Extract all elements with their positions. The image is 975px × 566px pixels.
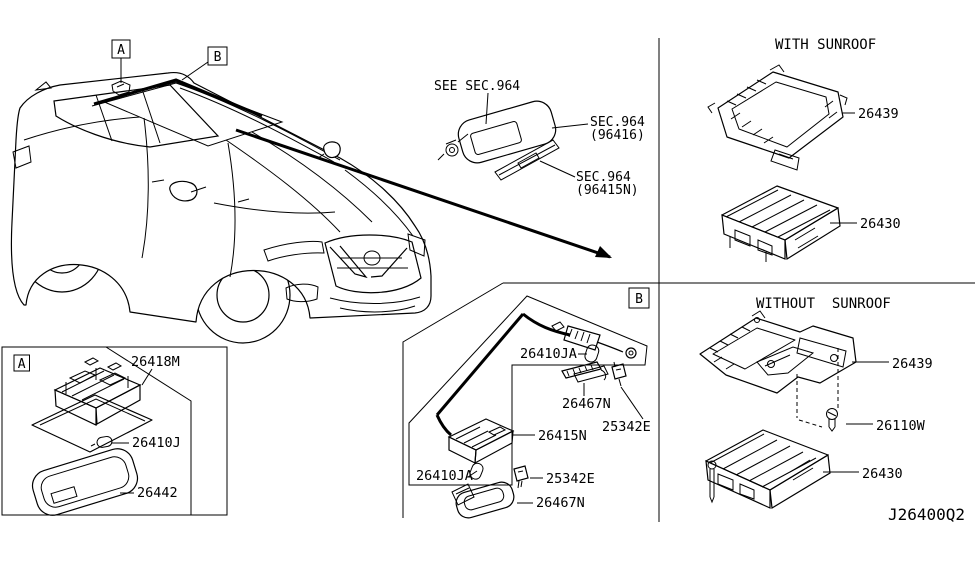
housing-number: 26418M xyxy=(131,354,180,370)
visor-part-96415n[interactable]: SEC.964 (96415N) xyxy=(539,160,639,198)
lens-number: 26442 xyxy=(137,485,178,501)
lamp-housing-drawing xyxy=(31,357,153,453)
clip-right-leader xyxy=(620,386,644,420)
bulb-part-top[interactable]: 26410JA xyxy=(520,346,587,362)
with-sunroof-console-part[interactable]: 26430 xyxy=(830,216,901,232)
lamp-right-number: 26467N xyxy=(562,396,611,412)
clip-bottom-number: 25342E xyxy=(546,471,595,487)
bulb-number-bottom: 26410JA xyxy=(416,468,473,484)
front-grille xyxy=(324,234,422,294)
lamp-bottom-part[interactable]: 26467N xyxy=(517,495,585,511)
harness-part[interactable]: 26415N xyxy=(513,428,587,444)
lamp-right-drawing xyxy=(561,361,609,383)
without-sunroof-frame-part[interactable]: 26439 xyxy=(852,356,933,372)
detail-b-section: B 26410JA xyxy=(416,287,651,519)
visor-ticket-strip xyxy=(494,139,560,181)
detail-b-callout-label: B xyxy=(635,292,643,307)
bulb-drawing-bottom xyxy=(469,462,484,480)
roof-harness-line xyxy=(93,78,263,118)
front-bumper xyxy=(285,283,421,313)
visor-96415n-line2: (96415N) xyxy=(576,183,639,198)
detail-a-callout-label: A xyxy=(18,357,26,372)
frame-notch-ticks xyxy=(726,79,838,144)
bulb-leader-bottom xyxy=(467,470,478,478)
with-sunroof-section: WITH SUNROOF 26439 xyxy=(707,37,901,262)
clip-right-drawing xyxy=(611,361,627,387)
with-sunroof-frame-part[interactable]: 26439 xyxy=(842,106,899,122)
visor-96415n-leader xyxy=(539,160,576,178)
visor-96416-line2: (96416) xyxy=(590,128,645,143)
visor-part-96416[interactable]: SEC.964 (96416) xyxy=(551,115,645,143)
diagram-code: J26400Q2 xyxy=(888,505,965,524)
with-sunroof-frame-number: 26439 xyxy=(858,106,899,122)
bulb-part-a[interactable]: 26410J xyxy=(111,435,181,451)
lamp-right-part[interactable]: 26467N xyxy=(562,383,611,412)
detail-reference-arrow xyxy=(235,128,612,259)
vehicle-callout-b-label: B xyxy=(214,50,222,65)
detail-a-section: A 26418M 26410J xyxy=(13,354,181,516)
side-windows xyxy=(53,84,220,148)
bulb-drawing-a xyxy=(90,435,113,448)
without-sunroof-frame-number: 26439 xyxy=(892,356,933,372)
vehicle-callout-a[interactable]: A xyxy=(111,39,131,83)
clip-bottom-drawing xyxy=(513,465,529,489)
visor-96416-line1: SEC.964 xyxy=(590,115,645,130)
rear-details xyxy=(12,81,52,169)
headlights xyxy=(263,233,426,262)
without-sunroof-console-drawing xyxy=(705,429,831,509)
without-sunroof-console-number: 26430 xyxy=(862,466,903,482)
vehicle-callout-b[interactable]: B xyxy=(181,46,228,81)
bulb-part-bottom[interactable]: 26410JA xyxy=(416,468,478,484)
detail-a-callout[interactable]: A xyxy=(13,354,30,372)
screw-number: 26110W xyxy=(876,418,926,434)
section-dividers xyxy=(1,38,975,522)
without-sunroof-finisher-frame-drawing xyxy=(699,310,857,428)
sun-visor-illustration xyxy=(437,100,560,181)
harness-number: 26415N xyxy=(538,428,587,444)
frame-notch-ticks xyxy=(709,326,751,370)
bulb-number-a: 26410J xyxy=(132,435,181,451)
door-lines xyxy=(23,116,250,278)
vehicle-callout-a-label: A xyxy=(117,43,125,58)
screw-alignment-dashes xyxy=(796,348,839,428)
visor-96415n-line1: SEC.964 xyxy=(576,170,631,185)
without-sunroof-title: WITHOUT SUNROOF xyxy=(756,296,891,312)
console-rib-lines xyxy=(725,189,831,238)
bulb-number-top: 26410JA xyxy=(520,346,577,362)
with-sunroof-finisher-frame-drawing xyxy=(707,64,848,171)
visor-96416-leader xyxy=(551,123,589,129)
with-sunroof-title: WITH SUNROOF xyxy=(775,37,876,53)
clip-right-part[interactable]: 25342E xyxy=(602,386,651,435)
lamp-bottom-number: 26467N xyxy=(536,495,585,511)
harness-drawing xyxy=(435,312,637,437)
with-sunroof-console-number: 26430 xyxy=(860,216,901,232)
visor-see-label: SEE SEC.964 xyxy=(434,79,520,94)
vehicle-callout-b-leader xyxy=(181,61,209,81)
housing-detail-lines xyxy=(61,357,129,401)
top-lamp-assembly-drawing xyxy=(447,418,515,465)
clip-bottom-part[interactable]: 25342E xyxy=(530,471,595,487)
housing-part[interactable]: 26418M xyxy=(131,354,180,386)
clip-right-number: 25342E xyxy=(602,419,651,435)
visor-see-leader xyxy=(485,92,489,125)
without-sunroof-section: WITHOUT SUNROOF 26439 26110W xyxy=(699,296,933,509)
housing-leader xyxy=(141,368,153,386)
without-sunroof-console-part[interactable]: 26430 xyxy=(823,466,903,482)
lens-drawing xyxy=(31,448,139,516)
screw-drawing xyxy=(826,408,838,432)
vehicle-illustration xyxy=(10,71,612,344)
console-rib-lines xyxy=(709,433,817,488)
side-mirror xyxy=(169,141,341,202)
lamp-bottom-drawing xyxy=(451,481,515,519)
with-sunroof-console-drawing xyxy=(721,185,841,262)
detail-b-callout[interactable]: B xyxy=(628,287,650,309)
lens-part[interactable]: 26442 xyxy=(120,485,178,501)
screw-part[interactable]: 26110W xyxy=(846,418,926,434)
bulb-drawing-top xyxy=(584,344,600,363)
